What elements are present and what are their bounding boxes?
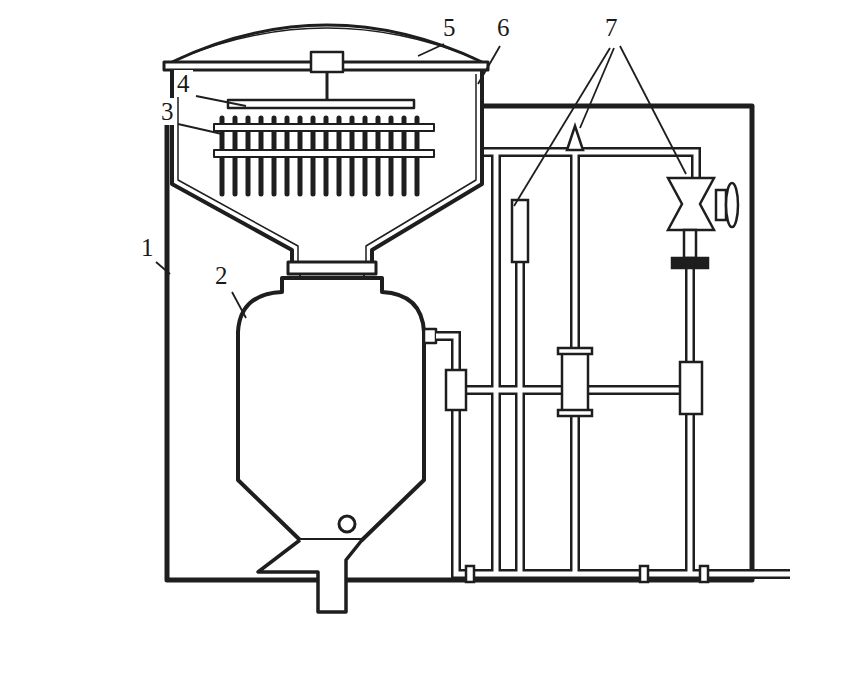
- heater-bar: [214, 124, 434, 131]
- flange: [466, 566, 474, 582]
- leader-line: [156, 262, 170, 274]
- hanger: [326, 72, 329, 100]
- pipes: [436, 150, 790, 574]
- leader-line: [478, 46, 500, 84]
- flange: [558, 348, 592, 354]
- callout-number: 3: [158, 98, 177, 125]
- valve-block: [672, 258, 708, 268]
- fitting: [680, 362, 702, 414]
- leader-line: [620, 46, 686, 174]
- vessel: [238, 278, 424, 540]
- pipe-outline: [436, 150, 790, 574]
- leader-line: [418, 44, 444, 56]
- gauge-tube: [512, 200, 528, 262]
- leader-line: [178, 124, 222, 134]
- column-fitting: [562, 352, 588, 412]
- valve-stem: [716, 190, 726, 220]
- vessel-outlet: [258, 540, 362, 612]
- callout-number: 4: [174, 70, 193, 97]
- flange: [558, 410, 592, 416]
- flange: [700, 566, 708, 582]
- plate: [228, 100, 414, 108]
- leader-line: [232, 292, 246, 318]
- handwheel: [726, 183, 738, 227]
- valve-body: [668, 178, 714, 230]
- leader-line: [196, 96, 246, 106]
- leader-line: [580, 48, 614, 128]
- neck-flange: [288, 262, 376, 274]
- pipe-bore: [436, 150, 790, 574]
- fitting: [424, 329, 436, 343]
- callout-number: 6: [494, 14, 513, 41]
- callout-number: 1: [138, 234, 157, 261]
- pipe-parts: [446, 126, 738, 582]
- fitting: [446, 370, 466, 410]
- callout-number: 5: [440, 14, 459, 41]
- flange: [640, 566, 648, 582]
- valve-neck: [684, 230, 696, 258]
- lid-clamp: [311, 52, 343, 72]
- leader-lines: [156, 44, 686, 318]
- heater-bar: [214, 150, 434, 157]
- leader-line: [514, 48, 610, 206]
- callout-number: 7: [602, 14, 621, 41]
- callout-number: 2: [212, 262, 231, 289]
- column-tip: [567, 126, 583, 150]
- valve-ball: [339, 516, 355, 532]
